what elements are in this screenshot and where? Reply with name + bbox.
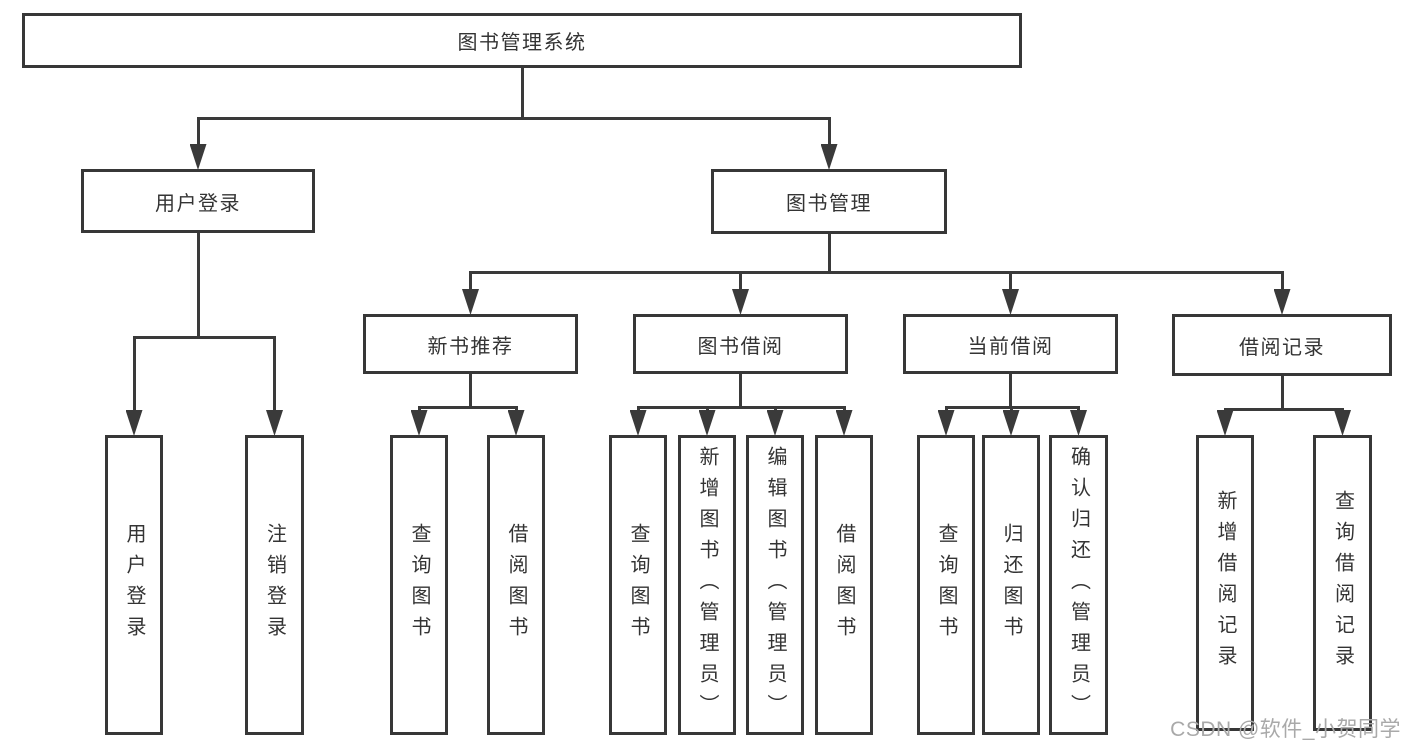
node-book-management-label: 图书管理	[786, 193, 872, 215]
leaf-borrow-query-books-label: 查询图书	[627, 523, 649, 647]
arrowhead-down-icon	[1334, 410, 1351, 436]
connector-rail	[469, 271, 1284, 274]
arrowhead-down-icon	[1002, 289, 1019, 315]
connector-drop	[196, 117, 200, 153]
connector-rail	[132, 336, 276, 339]
node-book-borrowing: 图书借阅	[633, 314, 848, 374]
connector-stem	[469, 374, 472, 409]
node-new-book-recommendation-label: 新书推荐	[427, 335, 514, 358]
node-current-borrowing-label: 当前借阅	[967, 335, 1054, 358]
arrowhead-down-icon	[125, 410, 143, 436]
connector-drop	[827, 117, 831, 153]
leaf-logout-label: 注销登录	[263, 523, 286, 647]
connector-rail	[417, 406, 518, 409]
leaf-user-login: 用户登录	[105, 435, 163, 735]
leaf-borrow-borrow-books-label: 借阅图书	[833, 523, 855, 647]
leaf-borrow-edit-books-admin-label: 编辑图书（管理员）	[764, 445, 786, 725]
node-library-system-label: 图书管理系统	[457, 32, 587, 54]
leaf-current-query-books: 查询图书	[917, 435, 975, 735]
leaf-records-query-record: 查询借阅记录	[1313, 435, 1372, 731]
connector-rail	[636, 406, 846, 409]
leaf-new-borrow-books: 借阅图书	[487, 435, 545, 735]
arrowhead-down-icon	[1273, 289, 1291, 315]
node-borrowing-records: 借阅记录	[1172, 314, 1392, 376]
leaf-borrow-borrow-books: 借阅图书	[815, 435, 873, 735]
node-new-book-recommendation: 新书推荐	[363, 314, 578, 374]
arrowhead-down-icon	[835, 410, 853, 436]
arrowhead-down-icon	[937, 410, 955, 436]
connector-drop	[132, 336, 136, 419]
connector-stem	[739, 374, 742, 409]
csdn-watermark: CSDN @软件_小贺同学	[1170, 718, 1401, 741]
connector-stem	[520, 68, 524, 120]
connector-drop	[1280, 271, 1284, 298]
leaf-borrow-add-books-admin: 新增图书（管理员）	[678, 435, 736, 735]
connector-drop	[273, 336, 276, 419]
leaf-borrow-edit-books-admin: 编辑图书（管理员）	[746, 435, 804, 735]
leaf-new-query-books-label: 查询图书	[408, 523, 430, 647]
arrowhead-down-icon	[629, 410, 647, 436]
leaf-records-add-record: 新增借阅记录	[1196, 435, 1254, 731]
connector-drop	[739, 271, 742, 298]
leaf-records-add-record-label: 新增借阅记录	[1214, 490, 1236, 676]
connector-stem	[1009, 374, 1012, 409]
leaf-current-return-books: 归还图书	[982, 435, 1040, 735]
arrowhead-down-icon	[266, 410, 283, 436]
leaf-current-query-books-label: 查询图书	[935, 523, 957, 647]
leaf-user-login-label: 用户登录	[123, 523, 145, 647]
connector-drop	[469, 271, 472, 298]
arrowhead-down-icon	[698, 410, 716, 436]
node-current-borrowing: 当前借阅	[903, 314, 1118, 374]
connector-stem	[1280, 376, 1284, 411]
connector-rail	[1223, 408, 1344, 411]
node-book-borrowing-label: 图书借阅	[697, 335, 784, 358]
arrowhead-down-icon	[732, 289, 749, 315]
node-borrowing-records-label: 借阅记录	[1239, 336, 1325, 359]
connector-rail	[196, 117, 831, 120]
arrowhead-down-icon	[507, 410, 525, 436]
arrowhead-down-icon	[462, 289, 479, 315]
arrowhead-down-icon	[1216, 410, 1234, 436]
leaf-records-query-record-label: 查询借阅记录	[1331, 490, 1354, 676]
arrowhead-down-icon	[1070, 410, 1087, 436]
leaf-current-confirm-return-admin-label: 确认归还（管理员）	[1067, 445, 1090, 725]
node-library-system: 图书管理系统	[22, 13, 1022, 68]
leaf-logout: 注销登录	[245, 435, 304, 735]
connector-drop	[1009, 271, 1012, 298]
connector-stem	[196, 233, 200, 339]
leaf-new-borrow-books-label: 借阅图书	[505, 523, 527, 647]
arrowhead-down-icon	[820, 144, 838, 170]
leaf-borrow-query-books: 查询图书	[609, 435, 667, 735]
node-user-login-label: 用户登录	[155, 192, 241, 215]
node-user-login: 用户登录	[81, 169, 315, 233]
leaf-new-query-books: 查询图书	[390, 435, 448, 735]
node-book-management: 图书管理	[711, 169, 947, 234]
leaf-borrow-add-books-admin-label: 新增图书（管理员）	[696, 445, 718, 725]
leaf-current-confirm-return-admin: 确认归还（管理员）	[1049, 435, 1108, 735]
arrowhead-down-icon	[189, 144, 207, 170]
connector-stem	[827, 234, 831, 274]
leaf-current-return-books-label: 归还图书	[1000, 523, 1022, 647]
arrowhead-down-icon	[1002, 410, 1020, 436]
arrowhead-down-icon	[410, 410, 428, 436]
arrowhead-down-icon	[766, 410, 784, 436]
